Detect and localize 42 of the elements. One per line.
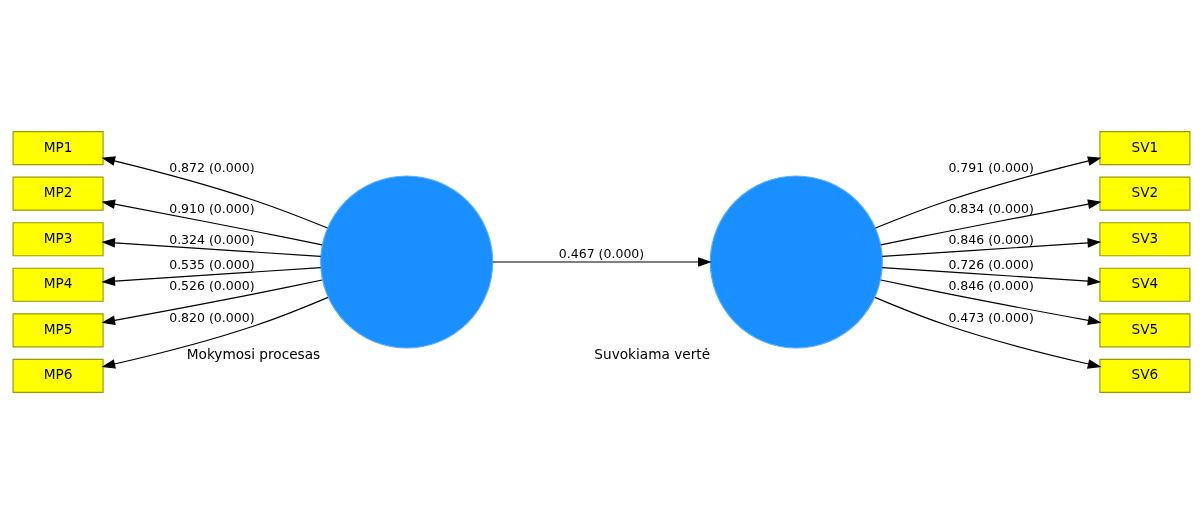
edge-label: 0.473 (0.000): [948, 309, 1034, 325]
edge-label: 0.467 (0.000): [558, 245, 645, 261]
edge-label: 0.726 (0.000): [948, 256, 1034, 272]
node-box: SV2: [1099, 176, 1191, 211]
edge-label: 0.791 (0.000): [948, 159, 1034, 175]
arrow: [101, 278, 323, 325]
node-label: Mokymosi procesas: [186, 345, 321, 362]
node-box: MP6: [12, 358, 104, 393]
node-circle: [320, 174, 494, 349]
arrow: [101, 266, 322, 286]
node-box: SV1: [1099, 130, 1191, 165]
node-box: MP1: [12, 130, 104, 165]
arrow: [101, 155, 329, 229]
edge-label: 0.846 (0.000): [948, 231, 1034, 247]
arrow: [492, 256, 712, 267]
arrow: [880, 278, 1102, 325]
edge-label: 0.820 (0.000): [169, 309, 255, 325]
node-box: MP3: [12, 221, 104, 256]
node-label: Suvokiama vertė: [594, 345, 711, 362]
node-box: SV3: [1099, 221, 1191, 256]
edge-label: 0.535 (0.000): [169, 256, 255, 272]
arrow: [101, 198, 323, 245]
edge-label: 0.834 (0.000): [948, 200, 1034, 216]
arrow: [101, 296, 329, 369]
edge-label: 0.910 (0.000): [169, 200, 255, 216]
arrow: [880, 198, 1102, 245]
node-box: MP4: [12, 267, 104, 302]
node-box: SV6: [1099, 358, 1191, 393]
arrow: [874, 155, 1102, 229]
arrow: [101, 237, 322, 257]
edge-label: 0.872 (0.000): [169, 159, 255, 175]
node-box: SV5: [1099, 312, 1191, 347]
edge-label: 0.526 (0.000): [169, 277, 255, 293]
edge-label: 0.846 (0.000): [948, 277, 1034, 293]
node-box: MP5: [12, 312, 104, 347]
arrow: [881, 266, 1102, 286]
node-box: SV4: [1099, 267, 1191, 302]
edge-label: 0.324 (0.000): [169, 231, 255, 247]
node-circle: [709, 174, 883, 349]
node-box: MP2: [12, 176, 104, 211]
arrow: [874, 296, 1102, 369]
arrow: [881, 237, 1102, 257]
